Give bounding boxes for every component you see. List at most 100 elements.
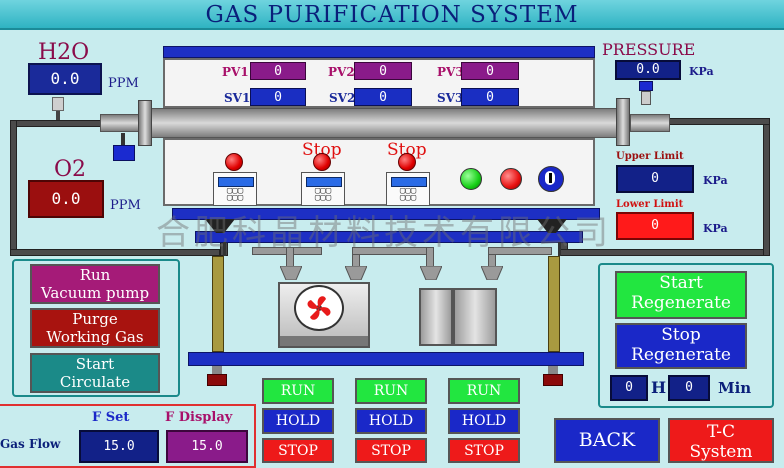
channel-2-hold-button[interactable]: HOLD — [355, 408, 427, 434]
channel-1-hold-button[interactable]: HOLD — [262, 408, 334, 434]
channel-1-run-button[interactable]: RUN — [262, 378, 334, 404]
upper-limit-label: Upper Limit — [616, 151, 684, 162]
f-set-input[interactable]: 15.0 — [79, 430, 159, 463]
channel-2-stop-button[interactable]: STOP — [355, 438, 427, 463]
pv3-display: 0 — [461, 62, 519, 80]
f-set-label: F Set — [92, 410, 130, 425]
regen-minutes-unit: Min — [718, 379, 752, 397]
tube-connector-left — [100, 114, 140, 132]
pump-pipe-top-3 — [488, 247, 552, 255]
right-funnel-icon — [537, 219, 567, 233]
upper-limit-input[interactable]: 0 — [616, 165, 694, 193]
controller-3-keys: ▢▢▢ ▢▢▢ — [399, 186, 417, 203]
h2o-display: 0.0 — [28, 63, 102, 95]
right-foot-stem — [548, 366, 558, 374]
gas-flow-label: Gas Flow — [0, 437, 61, 451]
process-control-panel — [12, 259, 180, 397]
pipe-bottom-left — [10, 249, 220, 256]
pump-inlet-4-icon — [481, 266, 503, 280]
temp-controller-1[interactable]: ▢▢▢ ▢▢▢ — [213, 172, 257, 206]
fan-icon — [294, 285, 344, 331]
h2o-label: H2O — [38, 40, 90, 65]
channel-2-run-button[interactable]: RUN — [355, 378, 427, 404]
regen-minutes-input[interactable]: 0 — [668, 375, 710, 401]
heater3-knob-icon[interactable] — [398, 153, 416, 171]
left-foot-icon — [207, 374, 227, 386]
frame-base-bar — [188, 352, 584, 366]
purifier-column-1 — [419, 288, 453, 346]
furnace-tube — [150, 108, 620, 138]
run-vacuum-pump-button[interactable]: Run Vacuum pump — [30, 264, 160, 304]
left-foot-stem — [212, 366, 222, 374]
h2o-sensor-head — [52, 97, 64, 111]
left-column-pipe — [223, 242, 226, 256]
reactor-base-bar — [172, 208, 600, 220]
h2o-sensor-stem — [56, 111, 60, 121]
sv3-input[interactable]: 0 — [461, 88, 519, 106]
sv2-input[interactable]: 0 — [354, 88, 412, 106]
purge-working-gas-button[interactable]: Purge Working Gas — [30, 308, 160, 348]
pump-inlet-1-icon — [280, 266, 302, 280]
pipe-left-vertical — [10, 120, 17, 256]
heater3-status: Stop — [387, 140, 427, 160]
pump-inlet-2-icon — [345, 266, 367, 280]
pressure-unit: KPa — [689, 65, 714, 78]
left-funnel-icon — [205, 219, 235, 233]
sv3-label: SV3 — [437, 91, 464, 105]
reactor-lower-bar — [195, 231, 583, 243]
start-regenerate-button[interactable]: Start Regenerate — [615, 271, 747, 319]
pump-inlet-3-icon — [420, 266, 442, 280]
o2-label: O2 — [54, 157, 87, 182]
tube-flange-right — [616, 98, 630, 146]
reactor-top-bar — [163, 46, 595, 58]
right-column-pipe — [558, 242, 561, 256]
channel-3-stop-button[interactable]: STOP — [448, 438, 520, 463]
temp-controller-2[interactable]: ▢▢▢ ▢▢▢ — [301, 172, 345, 206]
tc-system-button[interactable]: T-C System — [668, 418, 774, 463]
regen-hours-unit: H — [651, 378, 667, 397]
sv1-input[interactable]: 0 — [250, 88, 306, 106]
stop-regenerate-button[interactable]: Stop Regenerate — [615, 323, 747, 369]
right-support-column — [548, 256, 560, 352]
channel-3-run-button[interactable]: RUN — [448, 378, 520, 404]
heater1-knob-icon[interactable] — [225, 153, 243, 171]
blue-valve-icon[interactable] — [113, 145, 135, 161]
controller-2-keys: ▢▢▢ ▢▢▢ — [314, 186, 332, 203]
regen-hours-input[interactable]: 0 — [610, 375, 648, 401]
controller-1-keys: ▢▢▢ ▢▢▢ — [226, 186, 244, 203]
pressure-sensor-body — [641, 91, 651, 105]
blower-base — [280, 336, 368, 346]
pressure-display: 0.0 — [615, 60, 681, 80]
lower-limit-input[interactable]: 0 — [616, 212, 694, 240]
right-foot-icon — [543, 374, 563, 386]
o2-display: 0.0 — [28, 180, 104, 218]
start-circulate-button[interactable]: Start Circulate — [30, 353, 160, 393]
tube-connector-right — [630, 114, 670, 132]
h2o-unit: PPM — [108, 76, 139, 91]
pv2-label: PV2 — [328, 65, 355, 79]
sv1-label: SV1 — [224, 91, 251, 105]
power-switch-icon[interactable] — [538, 166, 564, 192]
temp-controller-3[interactable]: ▢▢▢ ▢▢▢ — [386, 172, 430, 206]
page-title: GAS PURIFICATION SYSTEM — [0, 0, 784, 30]
purifier-column-2 — [453, 288, 497, 346]
upper-limit-unit: KPa — [703, 174, 728, 187]
red-lamp-icon — [500, 168, 522, 190]
channel-3-hold-button[interactable]: HOLD — [448, 408, 520, 434]
pipe-top-left — [10, 120, 106, 127]
heater2-status: Stop — [302, 140, 342, 160]
channel-1-stop-button[interactable]: STOP — [262, 438, 334, 463]
controller-2-screen — [306, 177, 342, 187]
pressure-sensor-icon — [639, 81, 653, 91]
f-display-output: 15.0 — [166, 430, 248, 463]
regenerate-panel — [598, 263, 774, 408]
back-button[interactable]: BACK — [554, 418, 660, 463]
o2-unit: PPM — [110, 198, 141, 213]
pump-pipe-top-2 — [352, 247, 432, 255]
pv3-label: PV3 — [437, 65, 464, 79]
pv1-label: PV1 — [222, 65, 249, 79]
heater2-knob-icon[interactable] — [313, 153, 331, 171]
green-lamp-icon — [460, 168, 482, 190]
pipe-right-vertical — [763, 118, 770, 256]
pv2-display: 0 — [354, 62, 412, 80]
